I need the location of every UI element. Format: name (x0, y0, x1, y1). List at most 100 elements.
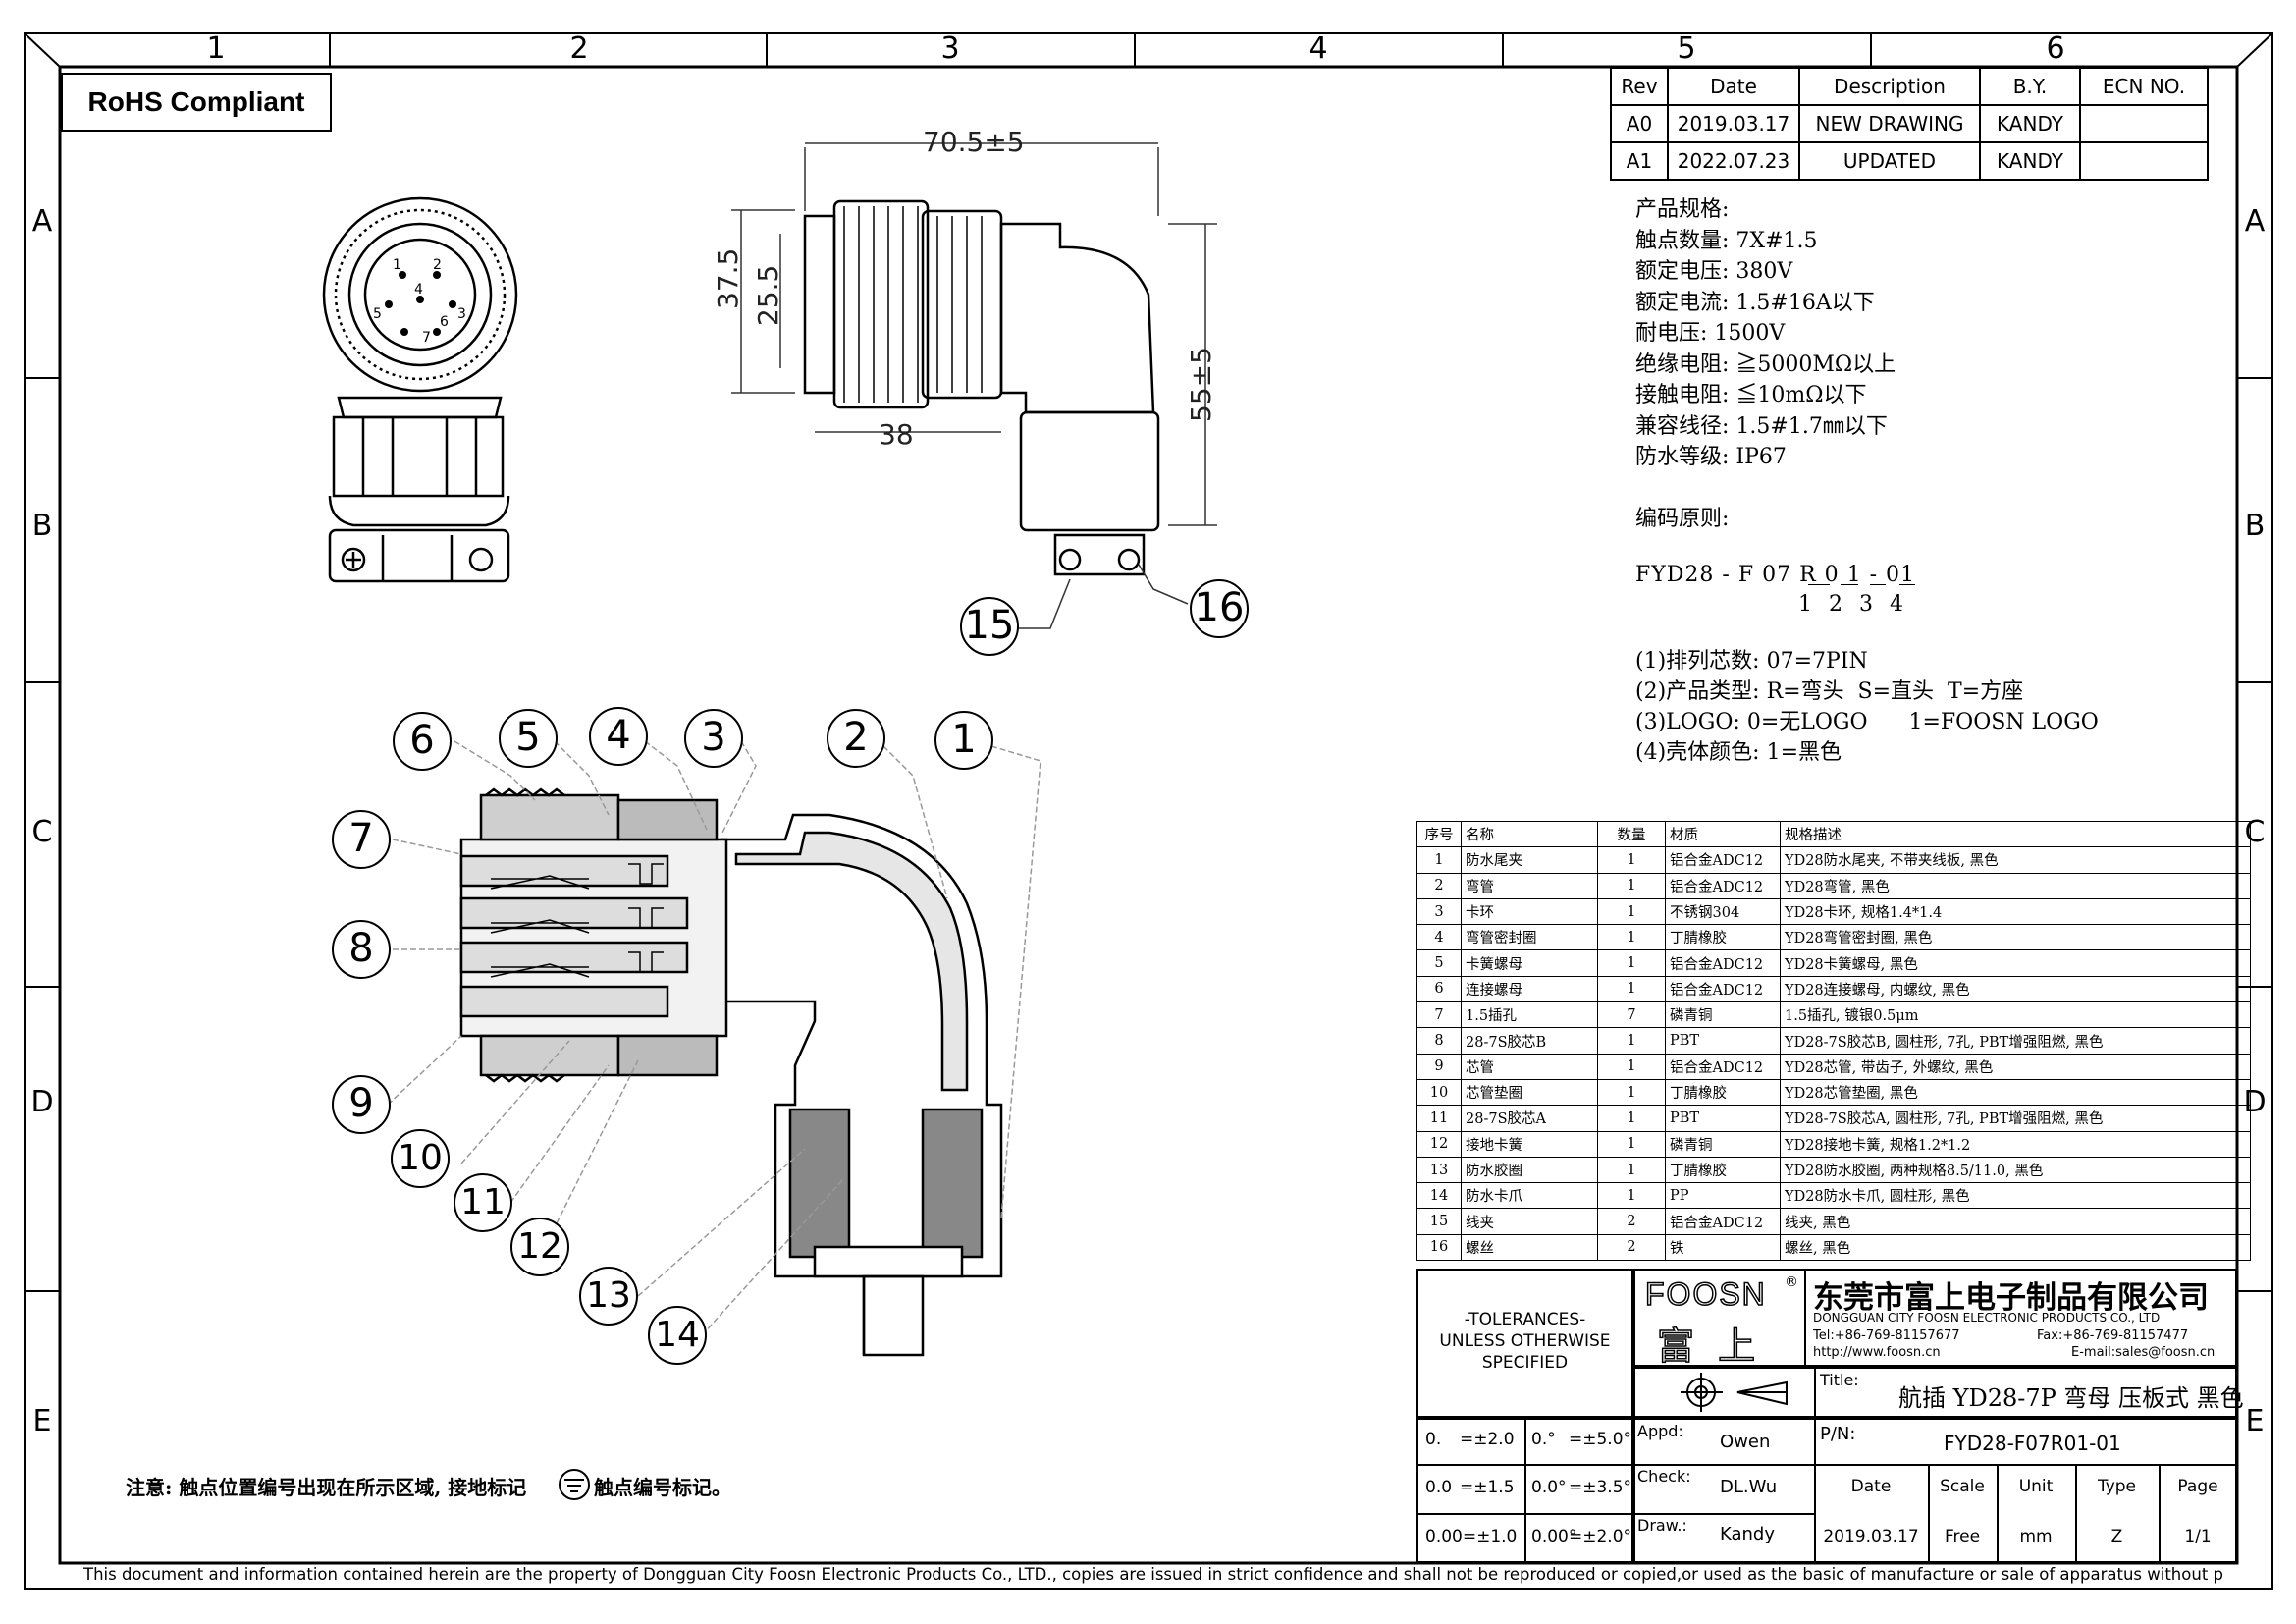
bom-material: 铁 (1665, 1233, 1781, 1262)
bom-no: 5 (1416, 949, 1462, 977)
revision-row: A0 2019.03.17 NEW DRAWING KANDY (1610, 104, 2209, 143)
bom-header-row: 序号 名称 数量 材质 规格描述 (1416, 820, 2251, 848)
bom-spec: YD28防水胶圈, 两种规格8.5/11.0, 黑色 (1780, 1156, 2251, 1184)
zone-col-2: 2 (569, 31, 589, 66)
zone-row-e: E (32, 1404, 52, 1438)
bom-no: 1 (1416, 846, 1462, 874)
company-logo-cn: 富 上 (1656, 1324, 1762, 1369)
rev-header: Rev (1610, 67, 1669, 106)
confidentiality-footer: This document and information contained … (83, 1565, 2223, 1584)
date-cell: 2022.07.23 (1667, 141, 1800, 181)
callout-12: 12 (510, 1218, 569, 1276)
zone-row-e-right: E (2245, 1404, 2265, 1438)
pin-label: 2 (433, 257, 442, 273)
revision-row: A1 2022.07.23 UPDATED KANDY (1610, 141, 2209, 181)
side-view (803, 199, 1160, 576)
bom-material: 丁腈橡胶 (1665, 1078, 1781, 1107)
type-value: Z (2110, 1527, 2123, 1546)
pin-label: 1 (393, 257, 401, 273)
bom-no: 14 (1416, 1182, 1462, 1210)
callout-2: 2 (827, 709, 885, 768)
tol-row3-c: 0.00° (1531, 1527, 1577, 1546)
coding-index: 1 2 3 4 (1798, 592, 1903, 617)
zone-col-6: 6 (2046, 31, 2065, 66)
bom-qty: 1 (1597, 975, 1666, 1003)
company-email: E-mail:sales@foosn.cn (2071, 1345, 2216, 1360)
spec-voltage: 额定电压: 380V (1635, 259, 1793, 284)
bom-spec: 线夹, 黑色 (1780, 1208, 2251, 1235)
bom-spec: YD28防水尾夹, 不带夹线板, 黑色 (1780, 846, 2251, 874)
scale-value: Free (1944, 1527, 1981, 1546)
spec-ip-rating: 防水等级: IP67 (1635, 445, 1787, 469)
spec-title: 产品规格: (1635, 197, 1730, 222)
bom-no: 16 (1416, 1233, 1462, 1262)
callout-14: 14 (648, 1306, 707, 1365)
bom-qty: 7 (1597, 1001, 1666, 1029)
bom-qty: 2 (1597, 1233, 1666, 1262)
bom-material: 丁腈橡胶 (1665, 924, 1781, 951)
description-cell: UPDATED (1798, 141, 1981, 181)
appd-value: Owen (1720, 1432, 1771, 1452)
bom-no: 6 (1416, 975, 1462, 1003)
spec-current: 额定电流: 1.5#16A以下 (1635, 291, 1875, 315)
bom-spec: YD28防水卡爪, 圆柱形, 黑色 (1780, 1182, 2251, 1210)
date-cell: 2019.03.17 (1667, 104, 1800, 143)
coding-title: 编码原则: (1635, 507, 1730, 531)
spec-contact-resistance: 接触电阻: ≦10mΩ以下 (1635, 383, 1867, 407)
zone-col-1: 1 (206, 31, 226, 66)
bom-material: 铝合金ADC12 (1665, 975, 1781, 1003)
tolerances-box (1416, 1269, 1633, 1418)
coding-code: FYD28 - F 07 R 0 1 - 01 (1635, 563, 1916, 587)
tolerances-sub1: UNLESS OTHERWISE (1439, 1331, 1611, 1351)
contact-note: 注意: 触点位置编号出现在所示区域, 接地标记 (126, 1476, 527, 1499)
bom-qty: 1 (1597, 897, 1666, 926)
approval-grid (1633, 1418, 2237, 1563)
bom-material: 不锈钢304 (1665, 897, 1781, 926)
tol-row1-c: 0.° (1531, 1430, 1556, 1449)
bom-qty: 1 (1597, 1027, 1666, 1055)
bom-material: 铝合金ADC12 (1665, 1208, 1781, 1235)
bom-spec: 1.5插孔, 镀银0.5μm (1780, 1001, 2251, 1029)
bom-no: 4 (1416, 924, 1462, 951)
tolerances-sub2: SPECIFIED (1481, 1353, 1569, 1373)
callout-5: 5 (499, 709, 558, 768)
bom-no: 15 (1416, 1208, 1462, 1235)
bom-spec: YD28弯管密封圈, 黑色 (1780, 924, 2251, 951)
bom-spec: YD28弯管, 黑色 (1780, 872, 2251, 899)
spec-contacts: 触点数量: 7X#1.5 (1635, 229, 1818, 253)
zone-row-b: B (31, 509, 53, 543)
zone-col-5: 5 (1677, 31, 1696, 66)
zone-col-3: 3 (940, 31, 960, 66)
drawing-title: 航插 YD28-7P 弯母 压板式 黑色 (1898, 1384, 2244, 1412)
description-header: Description (1798, 67, 1981, 106)
bom-material: 磷青铜 (1665, 1001, 1781, 1029)
bom-no: 13 (1416, 1156, 1462, 1184)
callout-11: 11 (454, 1173, 512, 1232)
bom-name: 防水尾夹 (1461, 846, 1598, 874)
pin-label: 6 (440, 314, 449, 330)
tol-row1-a: 0. (1425, 1430, 1442, 1449)
spec-insulation: 绝缘电阻: ≧5000MΩ以上 (1635, 352, 1896, 377)
bom-material: PBT (1665, 1027, 1781, 1055)
projection-symbol (1681, 1373, 1788, 1412)
bom-spec: YD28芯管垫圈, 黑色 (1780, 1078, 2251, 1107)
bom-qty: 1 (1597, 1182, 1666, 1210)
bom-qty: 1 (1597, 1156, 1666, 1184)
tol-row2-d: =±3.5° (1569, 1478, 1632, 1497)
title-label: Title: (1820, 1371, 1859, 1389)
bom-header-no: 序号 (1416, 820, 1462, 848)
section-view (459, 787, 1003, 1357)
company-tel: Tel:+86-769-81157677 (1813, 1328, 1960, 1343)
spec-withstand: 耐电压: 1500V (1635, 321, 1786, 346)
tol-row1-d: =±5.0° (1569, 1430, 1632, 1449)
bom-no: 8 (1416, 1027, 1462, 1055)
type-label: Type (2097, 1477, 2137, 1496)
ecn-cell (2079, 104, 2209, 143)
bom-qty: 1 (1597, 872, 1666, 899)
bom-spec: YD28芯管, 带齿子, 外螺纹, 黑色 (1780, 1053, 2251, 1080)
